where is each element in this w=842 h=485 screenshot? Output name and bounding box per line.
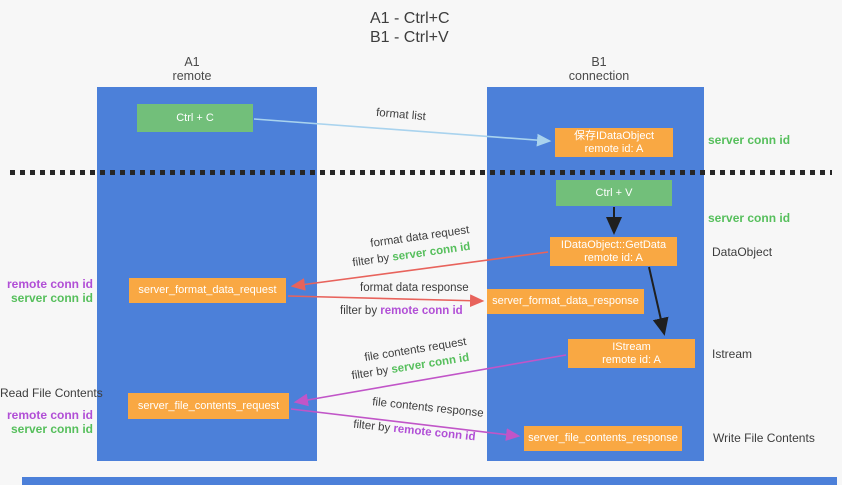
node-server-file-contents-response-label: server_file_contents_response (528, 432, 678, 444)
node-server-format-data-response: server_format_data_response (487, 289, 644, 314)
lane-header-a1: A1 remote (132, 55, 252, 83)
format-data-response-arrow (287, 294, 485, 308)
lane-header-b1: B1 connection (539, 55, 659, 83)
filter-by-prefix: filter by (351, 252, 391, 270)
label-format-data-response: format data response (360, 282, 469, 294)
annotation-file-request-conn-ids: remote conn id server conn id (0, 408, 93, 436)
lane-b1-role: connection (568, 69, 630, 83)
node-server-file-contents-response: server_file_contents_response (524, 426, 682, 451)
annotation-format-request-conn-ids: remote conn id server conn id (0, 277, 93, 305)
annotation-write-file-contents: Write File Contents (713, 431, 815, 445)
node-save-dataobject-line1: 保存IDataObject (573, 129, 655, 142)
node-save-dataobject: 保存IDataObject remote id: A (555, 128, 673, 157)
node-istream-line2: remote id: A (602, 353, 661, 366)
annotation-remote-conn-id-1: remote conn id (6, 277, 93, 291)
session-divider-dotted-line (10, 170, 832, 175)
annotation-server-conn-id-top: server conn id (708, 133, 791, 147)
node-getdata-line2: remote id: A (584, 251, 643, 264)
node-ctrl-v-label: Ctrl + V (595, 186, 633, 199)
lane-a1-id: A1 (184, 55, 200, 69)
filter-by-prefix: filter by (350, 364, 390, 383)
annotation-server-conn-id-mid: server conn id (708, 211, 791, 225)
annotation-server-conn-id-2: server conn id (10, 421, 93, 436)
annotation-istream: Istream (712, 347, 753, 361)
node-server-format-data-request: server_format_data_request (129, 278, 286, 303)
node-ctrl-c: Ctrl + C (137, 104, 253, 132)
annotation-remote-conn-id-2: remote conn id (6, 408, 93, 422)
node-ctrl-c-label: Ctrl + C (176, 111, 214, 124)
diagram-title: A1 - Ctrl+C B1 - Ctrl+V (370, 9, 450, 47)
node-istream-line1: IStream (612, 340, 651, 353)
node-istream: IStream remote id: A (568, 339, 695, 368)
filter-key-remote-conn-id: remote conn id (392, 422, 477, 444)
annotation-read-file-contents: Read File Contents (0, 386, 103, 400)
annotation-dataobject: DataObject (712, 245, 773, 259)
node-server-format-data-request-label: server_format_data_request (138, 284, 277, 296)
lane-a1-role: remote (172, 69, 212, 83)
node-getdata: IDataObject::GetData remote id: A (550, 237, 677, 266)
annotation-server-conn-id-1: server conn id (10, 290, 93, 305)
node-server-file-contents-request-label: server_file_contents_request (137, 399, 280, 412)
node-save-dataobject-line2: remote id: A (584, 142, 644, 155)
filter-by-prefix: filter by (352, 418, 391, 435)
title-line-1: A1 - Ctrl+C (370, 10, 450, 27)
node-getdata-line1: IDataObject::GetData (560, 238, 667, 251)
lane-b1-id: B1 (591, 55, 607, 69)
label-file-contents-response-filter: filter by remote conn id (353, 419, 476, 444)
node-ctrl-v: Ctrl + V (556, 180, 672, 206)
filter-key-remote-conn-id: remote conn id (380, 305, 463, 317)
label-file-contents-response: file contents response (371, 396, 485, 420)
node-server-file-contents-request: server_file_contents_request (128, 393, 289, 419)
label-format-list: format list (375, 106, 427, 124)
node-server-format-data-response-label: server_format_data_response (492, 295, 639, 307)
label-format-data-response-filter: filter by remote conn id (340, 305, 463, 317)
filter-by-prefix: filter by (340, 305, 378, 317)
bottom-blue-strip (22, 477, 837, 485)
title-line-2: B1 - Ctrl+V (370, 29, 449, 46)
